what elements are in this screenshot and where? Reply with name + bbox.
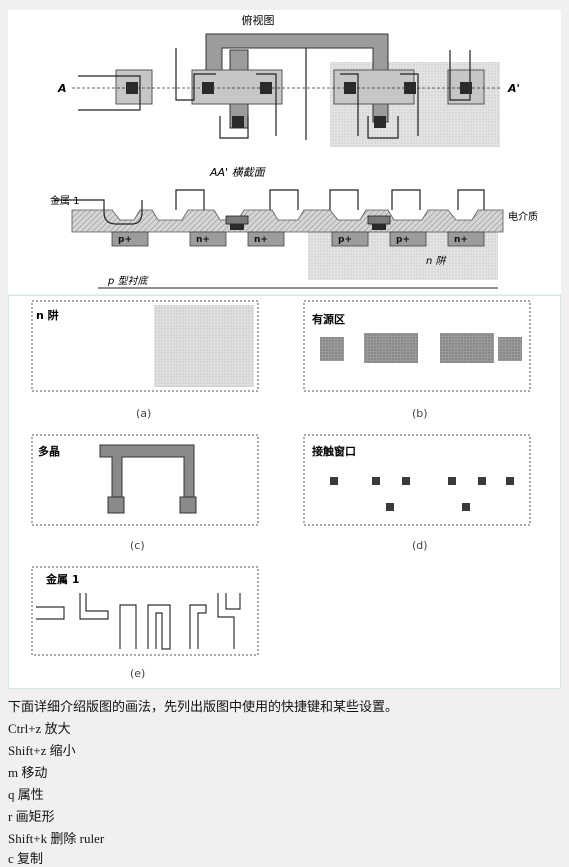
panel-c-caption: (c) (130, 539, 145, 552)
shortcut-copy: c 复制 (8, 851, 44, 866)
metal-top-1 (78, 75, 141, 111)
shortcut-move: m 移动 (8, 765, 48, 780)
section-label: AA' 横截面 (209, 166, 267, 179)
gate-contact-1 (230, 224, 244, 230)
diffusion-label-3: n+ (254, 235, 268, 245)
panel-e-caption: (e) (130, 667, 145, 680)
panel-d-contact: 接触窗口 (d) (303, 434, 531, 552)
panel-d-title: 接触窗口 (312, 444, 356, 458)
metal-top-5 (340, 73, 359, 136)
diffusion-label-4: p+ (338, 235, 352, 245)
panel-c-poly: 多晶 (c) (31, 434, 259, 552)
layout-cross-section-figure: 俯视图 A A' AA' 横截面 金属 1 (8, 10, 561, 294)
contact-squares-top (126, 82, 472, 128)
diffusion-regions (111, 231, 485, 247)
metal-top-7 (449, 50, 471, 101)
panel-b-active: 有源区 (b) (303, 300, 531, 420)
dielectric-label: 电介质 (508, 210, 538, 223)
dielectric-layer (71, 209, 504, 233)
panel-c-title: 多晶 (38, 444, 60, 458)
metal-top-8 (219, 116, 249, 139)
intro-text: 下面详细介绍版图的画法，先列出版图中使用的快捷键和某些设置。 (8, 699, 399, 714)
metal-top-9 (367, 116, 399, 139)
metal-top-6 (400, 73, 419, 136)
shortcut-delete-ruler: Shift+k 删除 ruler (8, 831, 105, 846)
shortcut-properties: q 属性 (8, 787, 44, 802)
panel-d-caption: (d) (412, 539, 428, 552)
metal-top-3 (256, 73, 277, 136)
poly-gate-section-2 (367, 215, 391, 225)
metal-section (54, 189, 485, 225)
top-view-label: 俯视图 (242, 13, 275, 27)
diffusion-labels: p+ n+ n+ p+ p+ n+ (118, 235, 468, 245)
gate-contact-2 (372, 224, 386, 230)
metal-label: 金属 1 (50, 194, 80, 207)
panel-b-title: 有源区 (312, 312, 345, 326)
diffusion-label-6: n+ (454, 235, 468, 245)
diffusion-label-1: p+ (118, 235, 132, 245)
panel-e-title: 金属 1 (45, 572, 79, 586)
substrate-label: p 型衬底 (107, 275, 150, 287)
shortcut-zoom-out: Shift+z 缩小 (8, 743, 76, 758)
panel-a-title: n 阱 (36, 308, 59, 322)
mask-layers-figure: n 阱 (a) 有源区 (b) 多晶 (c) 接触窗口 (8, 295, 561, 689)
metal-top-2 (175, 48, 216, 101)
panel-a-nwell: n 阱 (a) (31, 300, 259, 420)
diffusion-label-5: p+ (396, 235, 410, 245)
label-a-prime: A' (507, 82, 520, 95)
label-a: A (57, 82, 67, 95)
diffusion-label-2: n+ (196, 235, 210, 245)
panel-b-caption: (b) (412, 407, 428, 420)
poly-gate-section-1 (225, 215, 249, 225)
shortcut-rectangle: r 画矩形 (8, 809, 55, 824)
panel-a-caption: (a) (136, 407, 151, 420)
shortcut-zoom-in: Ctrl+z 放大 (8, 721, 71, 736)
nwell-label: n 阱 (426, 255, 448, 267)
panel-e-metal: 金属 1 (e) (31, 566, 259, 680)
